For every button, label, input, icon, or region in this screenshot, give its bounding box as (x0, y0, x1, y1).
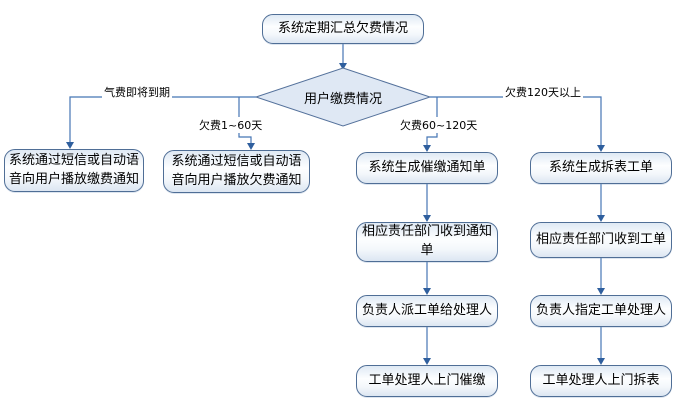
condition-label-due-soon: 气费即将到期 (102, 84, 172, 100)
arrow-col3-step1-2 (423, 184, 431, 222)
node-sms-payment-notice: 系统通过短信或自动语音向用户播放缴费通知 (4, 149, 144, 192)
node-generate-collection-notice: 系统生成催缴通知单 (356, 152, 498, 184)
condition-label-60-120: 欠费60~120天 (398, 117, 480, 133)
decision-node-label: 用户缴费情况 (303, 91, 382, 107)
decision-diamond-shape (254, 67, 432, 127)
arrow-start-to-decision (339, 44, 347, 70)
condition-label-1-60: 欠费1~60天 (197, 117, 265, 133)
node-sms-arrears-notice: 系统通过短信或自动语音向用户播放欠费通知 (163, 150, 310, 193)
node-leader-assigns-handler: 负责人指定工单处理人 (530, 295, 672, 327)
node-leader-dispatches-order: 负责人派工单给处理人 (356, 295, 498, 327)
start-node: 系统定期汇总欠费情况 (262, 14, 424, 44)
node-handler-door-collection: 工单处理人上门催缴 (356, 365, 498, 397)
arrow-col4-step1-2 (597, 184, 605, 222)
arrow-col3-step3-4 (423, 327, 431, 365)
node-handler-removes-meter: 工单处理人上门拆表 (530, 365, 672, 397)
arrow-col4-step2-3 (597, 258, 605, 295)
condition-label-120-plus: 欠费120天以上 (503, 84, 583, 100)
node-dept-receives-notice: 相应责任部门收到通知单 (356, 222, 498, 262)
arrow-col3-step2-3 (423, 262, 431, 295)
arrow-col4-step3-4 (597, 327, 605, 365)
arrow-branch-120-plus (430, 96, 605, 152)
arrow-branch-due-soon (66, 96, 256, 149)
node-generate-meter-removal-order: 系统生成拆表工单 (530, 152, 672, 184)
node-dept-receives-order: 相应责任部门收到工单 (530, 222, 672, 258)
